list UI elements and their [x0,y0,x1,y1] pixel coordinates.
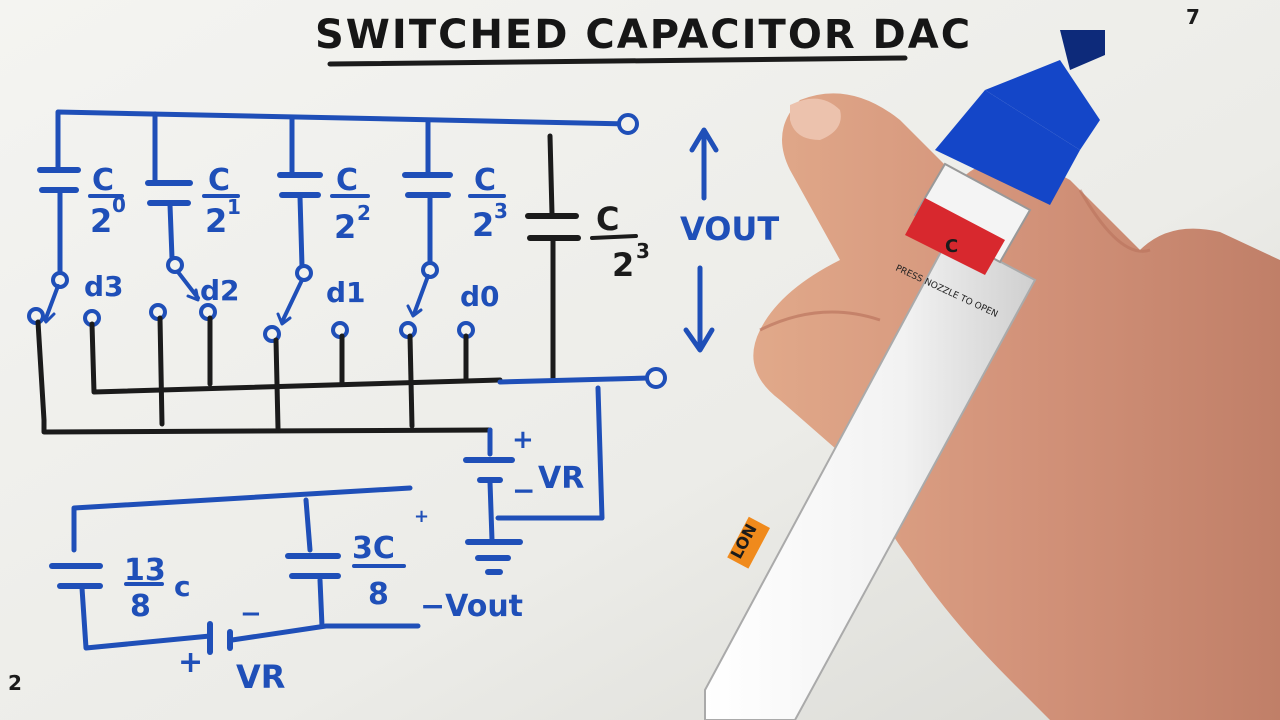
svg-text:2: 2 [90,202,112,240]
svg-text:c: c [174,570,191,603]
corner-mark-top-right: 7 [1186,5,1200,29]
svg-text:3: 3 [636,239,650,263]
svg-text:3C: 3C [352,531,395,566]
vout-indicator: VOUT [680,127,779,353]
marker-cap [935,90,1080,205]
svg-text:+: + [414,506,429,527]
svg-text:VR: VR [538,461,584,496]
diagram-title: SWITCHED CAPACITOR DAC [315,12,972,58]
svg-text:2: 2 [357,201,371,225]
reference-source: + − VR [463,425,584,575]
capacitor-c3 [402,117,453,279]
switch-wiring [35,315,503,435]
svg-text:1: 1 [227,195,241,219]
svg-text:VOUT: VOUT [680,210,779,248]
title-underline [327,55,908,67]
capacitor-bank [37,111,581,383]
cap-label-4: C 2 3 [590,200,650,284]
capacitor-terminating [525,133,581,383]
svg-text:+: + [178,645,203,680]
svg-text:+: + [512,425,534,455]
svg-text:C: C [596,200,619,238]
fingernail [790,98,841,140]
capacitor-labels: C 2 0 C 2 1 C 2 2 C 2 3 C 2 3 [88,163,650,284]
svg-text:2: 2 [612,246,634,284]
equivalent-circuit: 13 8 c 3C + 8 −Vout + − VR [49,485,523,696]
vout-bottom-terminal [645,367,667,389]
svg-text:3: 3 [494,199,508,223]
corner-mark-bottom-left: 2 [8,671,22,695]
switch-d0: d0 [399,274,500,339]
svg-text:C: C [945,236,958,257]
svg-text:C: C [208,163,230,198]
marker-red-band [905,198,1005,275]
capacitor-c1 [145,111,193,274]
svg-text:d3: d3 [84,270,124,303]
cap-label-2: C 2 2 [330,163,371,246]
svg-text:d0: d0 [460,280,500,313]
switch-array: d3 d2 d1 d0 [27,270,500,343]
svg-text:8: 8 [130,589,151,624]
marker-tip [1060,30,1105,70]
svg-text:C: C [474,163,496,198]
vout-top-terminal [617,113,639,135]
svg-text:−: − [512,474,535,507]
svg-text:2: 2 [472,206,494,244]
marker-brand-label [727,516,770,569]
svg-text:C: C [336,163,358,198]
marker-body [704,233,1037,720]
svg-text:C: C [92,163,114,198]
hand [753,93,1280,720]
cap-label-1: C 2 1 [202,163,241,240]
cap-label-3: C 2 3 [468,163,508,244]
svg-text:2: 2 [205,202,227,240]
svg-text:−: − [240,599,262,629]
svg-text:8: 8 [368,577,389,612]
capacitor-c0 [37,115,81,289]
switch-d1: d1 [263,276,366,343]
switch-d3: d3 [27,270,124,327]
cap-label-0: C 2 0 [88,163,126,240]
svg-text:0: 0 [112,193,126,217]
svg-text:d1: d1 [326,276,366,309]
bottom-bus [495,367,667,521]
svg-text:2: 2 [334,208,356,246]
svg-text:VR: VR [236,658,285,696]
svg-text:−Vout: −Vout [420,589,523,624]
svg-text:d2: d2 [200,274,240,307]
